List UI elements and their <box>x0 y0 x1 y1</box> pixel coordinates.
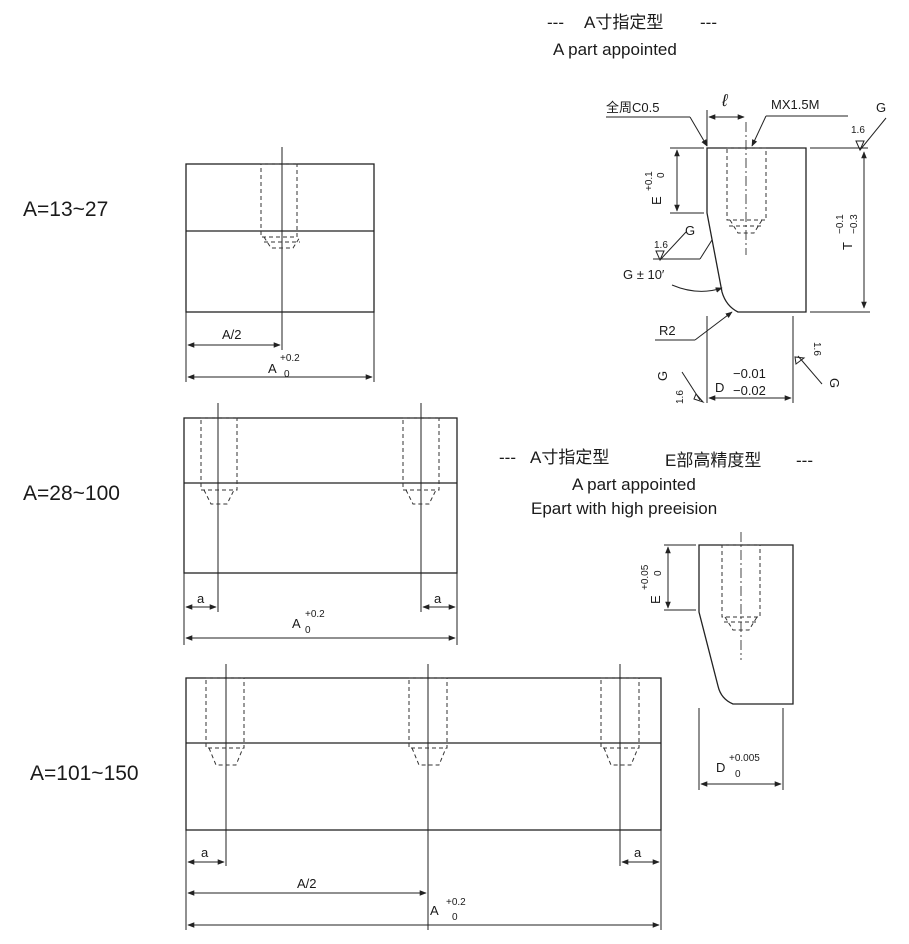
dim-half-3: A/2 <box>297 876 317 891</box>
dim-e2-lower: 0 <box>653 570 664 576</box>
mark-roughness-bottom-right: 1.6 <box>811 342 822 356</box>
dim-a-1-upper: +0.2 <box>280 353 300 364</box>
dim-t-upper: −0.1 <box>835 214 846 234</box>
label-g-tolerance: G ± 10′ <box>623 267 665 282</box>
mark-g-top: G <box>876 100 886 115</box>
dim-half-1: A/2 <box>222 327 242 342</box>
dim-d2-upper: +0.005 <box>729 753 760 764</box>
label-full-chamfer: 全周C0.5 <box>606 100 659 115</box>
header-dash-left: --- <box>547 13 564 32</box>
dim-d: D <box>715 380 724 395</box>
dim-a-2-lower: 0 <box>305 625 311 636</box>
dim-a-small-3l: a <box>201 845 209 860</box>
range-label-2: A=28~100 <box>23 482 120 505</box>
header-title-en: A part appointed <box>553 40 677 59</box>
part-view-2: a a A +0.2 0 <box>183 403 458 645</box>
range-label-1: A=13~27 <box>23 198 108 221</box>
dim-t: T <box>840 242 855 250</box>
header-title-cn: A寸指定型 <box>584 13 663 32</box>
mark-g-bottom-left: G <box>655 371 670 381</box>
dim-t-lower: −0.3 <box>849 214 860 234</box>
mark-roughness-top: 1.6 <box>851 125 865 136</box>
detail-section-view: 全周C0.5 ℓ MX1.5M G 1.6 E +0.1 0 T −0.1 −0… <box>606 91 887 404</box>
dim-a-3: A <box>430 903 439 918</box>
header2-line2: Epart with high preeision <box>531 499 717 518</box>
label-thread: MX1.5M <box>771 97 819 112</box>
dim-a-small-2l: a <box>197 591 205 606</box>
header2-line1: A part appointed <box>572 475 696 494</box>
dim-a-2: A <box>292 616 301 631</box>
dim-a-3-lower: 0 <box>452 912 458 923</box>
header2-dash-right: --- <box>796 451 813 470</box>
mark-g-left: G <box>685 223 695 238</box>
dim-e2-upper: +0.05 <box>640 564 651 590</box>
mark-roughness-left: 1.6 <box>654 240 668 251</box>
dim-a-2-upper: +0.2 <box>305 609 325 620</box>
label-r2: R2 <box>659 323 676 338</box>
dim-ell: ℓ <box>721 91 728 110</box>
dim-e: E <box>649 196 664 205</box>
dim-e-lower: 0 <box>656 172 667 178</box>
dim-a-3-upper: +0.2 <box>446 897 466 908</box>
range-label-3: A=101~150 <box>30 762 139 785</box>
mark-g-bottom-right: G <box>827 378 842 388</box>
dim-d-lower: −0.02 <box>733 383 766 398</box>
dim-d-upper: −0.01 <box>733 366 766 381</box>
detail-precision-view: E +0.05 0 D +0.005 0 <box>640 532 794 790</box>
dim-a-small-2r: a <box>434 591 442 606</box>
dim-d2-lower: 0 <box>735 769 741 780</box>
dim-d2: D <box>716 760 725 775</box>
header2-dash-left: --- <box>499 448 516 467</box>
dim-e-upper: +0.1 <box>644 171 655 191</box>
header2-title-cn2: E部高精度型 <box>665 451 761 470</box>
dim-a-1-lower: 0 <box>284 369 290 380</box>
mark-roughness-bottom-left: 1.6 <box>675 390 686 404</box>
header-dash-right: --- <box>700 13 717 32</box>
part-view-1: A/2 A +0.2 0 <box>185 147 375 382</box>
dim-a-small-3r: a <box>634 845 642 860</box>
part-view-3: a a A/2 A +0.2 0 <box>185 664 662 930</box>
dim-e2: E <box>648 595 663 604</box>
dim-a-1: A <box>268 361 277 376</box>
header2-title-cn: A寸指定型 <box>530 448 609 467</box>
